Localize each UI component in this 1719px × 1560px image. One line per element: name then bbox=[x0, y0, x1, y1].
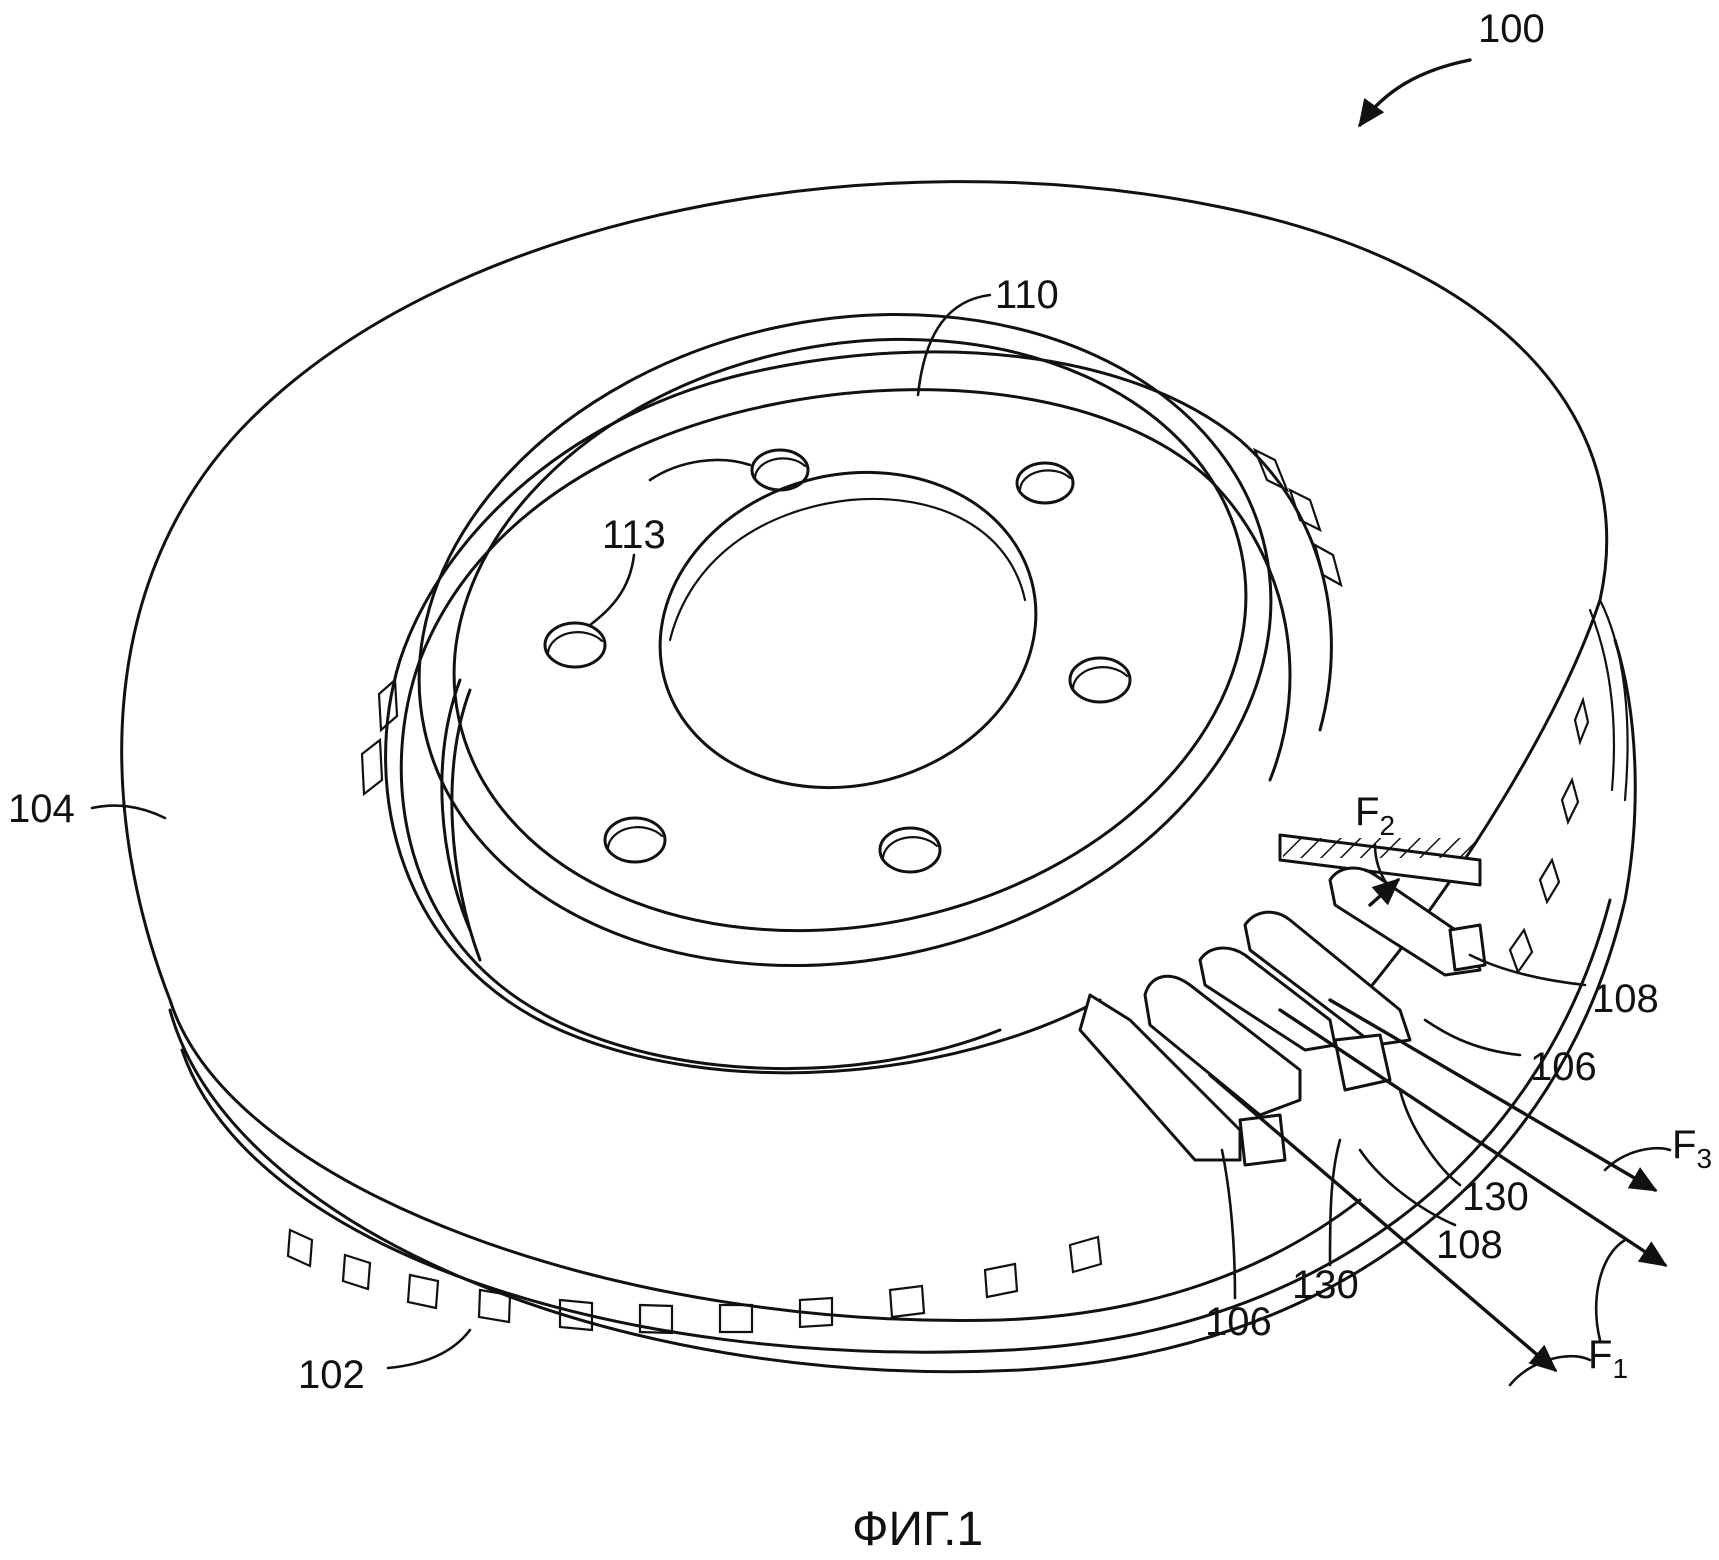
label-113: 113 bbox=[602, 513, 666, 557]
force-arrows bbox=[1208, 843, 1672, 1387]
reference-labels: 100 110 113 104 102 108 106 130 108 130 … bbox=[8, 7, 1712, 1397]
force-label-f3: F3 bbox=[1672, 1123, 1712, 1174]
bolt-holes bbox=[543, 448, 1132, 874]
label-100: 100 bbox=[1478, 7, 1545, 51]
figure-caption: ФИГ.1 bbox=[852, 1503, 983, 1556]
cutaway-section bbox=[1078, 833, 1487, 1167]
force-label-f2: F2 bbox=[1355, 790, 1395, 841]
rotor-disc bbox=[120, 180, 1637, 1374]
leader-lines bbox=[90, 58, 1587, 1370]
force-arrow-f1 bbox=[1208, 1073, 1558, 1372]
force-arrow-f3 bbox=[1328, 998, 1658, 1192]
force-arrow-f2 bbox=[1368, 877, 1401, 907]
label-104: 104 bbox=[8, 787, 75, 831]
label-110: 110 bbox=[995, 273, 1059, 317]
force-arrow-f1b bbox=[1278, 1008, 1668, 1267]
label-108-bottom: 108 bbox=[1436, 1223, 1503, 1267]
cooling-slots bbox=[286, 447, 1590, 1335]
label-102: 102 bbox=[298, 1353, 365, 1397]
label-106-bottom: 106 bbox=[1205, 1300, 1272, 1344]
label-130-bottom: 130 bbox=[1292, 1263, 1359, 1307]
rotor-hat bbox=[384, 312, 1333, 1075]
force-label-f1: F1 bbox=[1588, 1333, 1628, 1384]
label-130-right: 130 bbox=[1462, 1175, 1529, 1219]
label-108-right: 108 bbox=[1592, 977, 1659, 1021]
label-106-right: 106 bbox=[1530, 1045, 1597, 1089]
